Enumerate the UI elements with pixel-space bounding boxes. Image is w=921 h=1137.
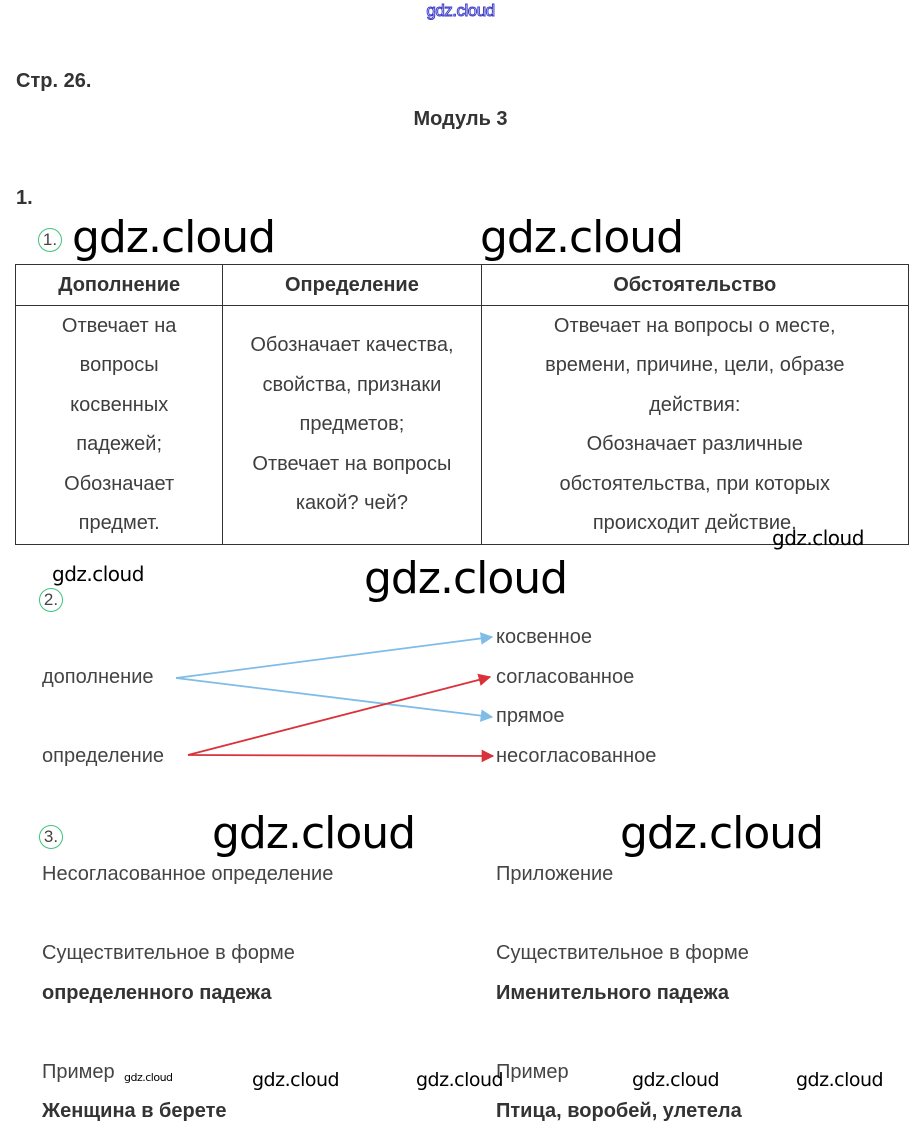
table-row: Отвечает на вопросы косвенных падежей; О… [14,305,910,545]
cell-line: вопросы [79,354,159,376]
cell-line: происходит действие. [592,512,797,534]
watermark: gdz.cloud [620,808,824,859]
cell-line: Отвечает на вопросы о месте, [553,314,836,337]
cell-line: свойства, признаки [262,373,442,396]
link-arrow-0-2 [175,677,494,722]
watermark: gdz.cloud [772,526,864,550]
right-title: Приложение [496,863,614,885]
parts-of-sentence-table: Дополнение Определение Обстоятельство От… [14,264,910,545]
cell-line: Обозначает [64,472,175,495]
target-soglasovannoe: согласованное [496,666,635,688]
table-header-cell: Дополнение [14,264,224,306]
target-pryamoe: прямое [496,705,565,727]
cell-line: Обозначает качества, [250,334,454,357]
cell-line: времени, причине, цели, образе [545,354,845,376]
left-title: Несогласованное определение [42,863,334,885]
table-cell-opredelenie: Обозначает качества, свойства, признаки … [222,305,482,545]
right-form-bold: Именительного падежа [496,982,730,1004]
cell-line: косвенных [70,393,169,416]
part-3-badge: 3. [39,825,63,849]
cell-line: предмет. [78,512,160,534]
cell-line: Отвечает на вопросы [252,452,452,475]
module-title: Модуль 3 [413,108,508,130]
table-cell-obstoyatelstvo: Отвечает на вопросы о месте, времени, пр… [480,305,910,545]
watermark: gdz.cloud [480,212,684,263]
page-reference: Стр. 26. [16,70,92,92]
cell-line: Обозначает различные [586,433,803,455]
cell-line: действия: [649,393,741,416]
table-header-row: Дополнение Определение Обстоятельство [14,264,910,306]
table-header-cell: Определение [222,264,482,306]
cell-line: падежей; [76,433,163,455]
target-nesoglasovannoe: несогласованное [496,745,657,767]
link-arrow-0-0 [175,632,494,679]
task-number: 1. [16,187,33,209]
left-example-label: Пример [42,1061,115,1083]
header-watermark: gdz.cloud [426,1,496,21]
cell-line: какой? чей? [295,492,408,515]
watermark: gdz.cloud [364,553,568,604]
watermark: gdz.cloud [632,1069,720,1091]
cell-line: предметов; [299,413,405,436]
part-2-badge: 2. [39,588,63,612]
right-example: Птица, воробей, улетела [496,1100,742,1122]
link-arrow-1-1 [187,673,492,756]
cell-line: Отвечает на [61,314,177,337]
left-form-bold: определенного падежа [42,982,272,1004]
source-dopolnenie: дополнение [42,666,154,688]
target-kosvennoe: косвенное [496,626,592,648]
left-form-line: Существительное в форме [42,942,295,964]
watermark: gdz.cloud [72,212,276,263]
watermark: gdz.cloud [124,1071,173,1084]
right-example-label: Пример [496,1061,569,1083]
part-1-badge: 1. [38,228,62,252]
cell-line: обстоятельства, при которых [559,472,830,495]
table-cell-dopolnenie: Отвечает на вопросы косвенных падежей; О… [14,305,224,545]
right-form-line: Существительное в форме [496,942,749,964]
watermark: gdz.cloud [52,562,144,586]
table-header-cell: Обстоятельство [480,264,910,306]
link-arrow-1-3 [187,749,495,763]
watermark: gdz.cloud [212,808,416,859]
watermark: gdz.cloud [416,1069,504,1091]
source-opredelenie: определение [42,745,165,767]
watermark: gdz.cloud [796,1069,884,1091]
left-example: Женщина в берете [42,1100,227,1122]
watermark: gdz.cloud [252,1069,340,1091]
